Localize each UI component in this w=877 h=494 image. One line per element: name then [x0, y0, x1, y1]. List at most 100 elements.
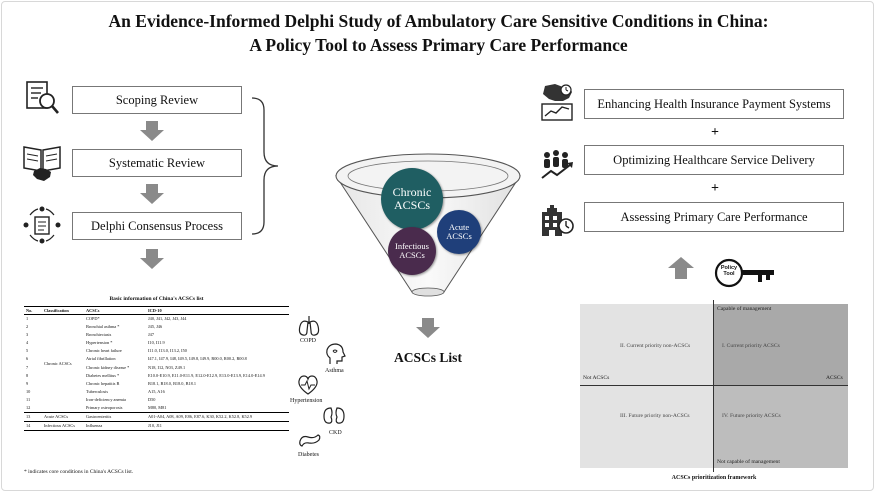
- framework-q2-label: II. Current priority non-ACSCs: [620, 343, 691, 349]
- cell-acsc: Primary osteoporosis: [86, 405, 123, 411]
- infectious-acscs-circle: Infectious ACSCs: [388, 227, 436, 275]
- acute-acscs-circle: Acute ACSCs: [437, 210, 481, 254]
- lungs-icon: [297, 315, 321, 342]
- infectious-label: Infectious ACSCs: [395, 241, 429, 260]
- framework-right-label: ACSCs: [826, 375, 843, 381]
- title-line-1: An Evidence-Informed Delphi Study of Amb…: [108, 11, 769, 31]
- cell-no: 12: [26, 405, 31, 411]
- cell-no: 2: [26, 324, 29, 330]
- cell-acsc: Chronic hepatitis B: [86, 380, 120, 386]
- pancreas-icon: [298, 431, 322, 454]
- step-label: Systematic Review: [108, 156, 206, 170]
- cell-no: 9: [26, 380, 29, 386]
- people-growth-icon: [539, 145, 575, 186]
- framework-bottom-label: Not capable of management: [717, 459, 780, 465]
- step-systematic-review: Systematic Review: [72, 149, 242, 177]
- table-note: * indicates core conditions in China's A…: [24, 469, 134, 475]
- cell-acsc: Influenza: [84, 421, 146, 432]
- cell-group-chronic: Chronic ACSCs: [44, 360, 72, 366]
- plus-icon: +: [711, 125, 719, 140]
- table-row: 3 Bronchiectasis J47: [24, 331, 289, 339]
- cell-icd: I11.0, I13.0, I13.2, I50: [148, 348, 187, 354]
- magnifier-document-icon: [24, 80, 62, 121]
- cell-acsc: COPD*: [86, 316, 100, 321]
- down-arrow-icon: [140, 249, 164, 269]
- cell-no: 3: [26, 332, 29, 338]
- cell-no: 11: [26, 396, 31, 402]
- cell-no: 6: [26, 356, 29, 362]
- consensus-cycle-icon: [22, 205, 62, 250]
- table-title: Basic information of China's ACSCs list: [109, 296, 204, 302]
- cell-acsc: Tuberculosis: [86, 388, 109, 394]
- cell-acsc: Gastroenteritis: [84, 412, 146, 422]
- policy-tool-key-icon: [714, 258, 778, 293]
- cell-no: 5: [26, 348, 29, 354]
- framework-top-label: Capable of management: [717, 306, 772, 312]
- cell-acsc: Hypertension *: [86, 340, 113, 346]
- cell-acsc: Iron-deficiency anemia: [86, 396, 126, 402]
- hypertension-heart-icon: [296, 374, 320, 401]
- cell-icd: I10, I11.9: [148, 340, 165, 346]
- kidneys-icon: [322, 405, 346, 432]
- cell-no: 7: [26, 364, 29, 370]
- framework-left-label: Not ACSCs: [583, 375, 610, 381]
- step-label: Scoping Review: [115, 93, 199, 107]
- framework-horizontal-axis: [580, 385, 848, 386]
- acscs-list-label: ACSCs List: [394, 350, 462, 365]
- goal-service-delivery: Optimizing Healthcare Service Delivery: [584, 145, 844, 175]
- step-label: Delphi Consensus Process: [91, 219, 223, 233]
- step-scoping-review: Scoping Review: [72, 86, 242, 114]
- cell-group-infectious: Infectious ACSCs: [42, 421, 84, 432]
- framework-quadrant-3: [580, 386, 714, 468]
- goal-primary-care: Assessing Primary Care Performance: [584, 202, 844, 232]
- goal-label: Optimizing Healthcare Service Delivery: [613, 153, 815, 167]
- framework-quadrant-1: [714, 304, 848, 386]
- cell-icd: J45, J46: [148, 324, 163, 330]
- cell-acsc: Bronchial asthma *: [86, 324, 120, 330]
- cell-icd: E10.0-E10.9, E11.0-E11.9, E12.0-E12.9, E…: [148, 372, 265, 378]
- plus-icon: +: [711, 181, 719, 196]
- table-row: 6 Atrial fibrillation I47.1, I47.9, I48, I…: [24, 355, 289, 363]
- step-delphi-consensus: Delphi Consensus Process: [72, 212, 242, 240]
- cell-icd: J47: [148, 332, 154, 338]
- china-map-chart-icon: [539, 82, 575, 127]
- asthma-label: Asthma: [325, 368, 344, 374]
- cell-acsc: Bronchiectasis: [86, 332, 112, 338]
- cell-acsc: Diabetes mellitus *: [86, 372, 120, 378]
- cell-no: 10: [26, 388, 31, 394]
- acute-label: Acute ACSCs: [446, 222, 472, 241]
- down-arrow-icon: [140, 184, 164, 204]
- diabetes-label: Diabetes: [298, 452, 319, 458]
- cell-group-acute: Acute ACSCs: [42, 412, 84, 422]
- table-header: ICD-10: [146, 306, 289, 315]
- copd-label: COPD: [300, 338, 317, 344]
- cell-acsc: Chronic kidney disease *: [86, 364, 130, 370]
- cell-icd: I47.1, I47.9, I48, I49.5, I49.8, I49.9, …: [148, 356, 247, 362]
- cell-acsc: Atrial fibrillation: [86, 356, 116, 362]
- down-arrow-icon: [140, 121, 164, 141]
- up-arrow-icon: [668, 257, 694, 284]
- table-row: 5 Chronic heart failure I11.0, I13.0, I13.…: [24, 347, 289, 355]
- table-header: Classification: [42, 306, 84, 315]
- cell-no: 13: [24, 412, 42, 422]
- cell-icd: J40, J41, J42, J43, J44: [148, 316, 187, 321]
- cell-no: 1: [26, 316, 29, 321]
- cell-acsc: Chronic heart failure: [86, 348, 122, 354]
- hypertension-label: Hypertension: [290, 398, 323, 404]
- goal-label: Assessing Primary Care Performance: [620, 210, 808, 224]
- table-row: 2 Bronchial asthma * J45, J46: [24, 323, 289, 331]
- framework-q1-label: I. Current priority ACSCs: [722, 343, 780, 349]
- cell-icd: A15, A16: [148, 388, 165, 394]
- chronic-label: Chronic ACSCs: [392, 185, 432, 212]
- table-header: ACSCs: [84, 306, 146, 315]
- title-line-2: A Policy Tool to Assess Primary Care Per…: [249, 35, 628, 55]
- table-header: No.: [24, 306, 42, 315]
- table-header-row: No. Classification ACSCs ICD-10: [24, 306, 289, 315]
- policy-tool-label: Policy Tool: [720, 265, 738, 277]
